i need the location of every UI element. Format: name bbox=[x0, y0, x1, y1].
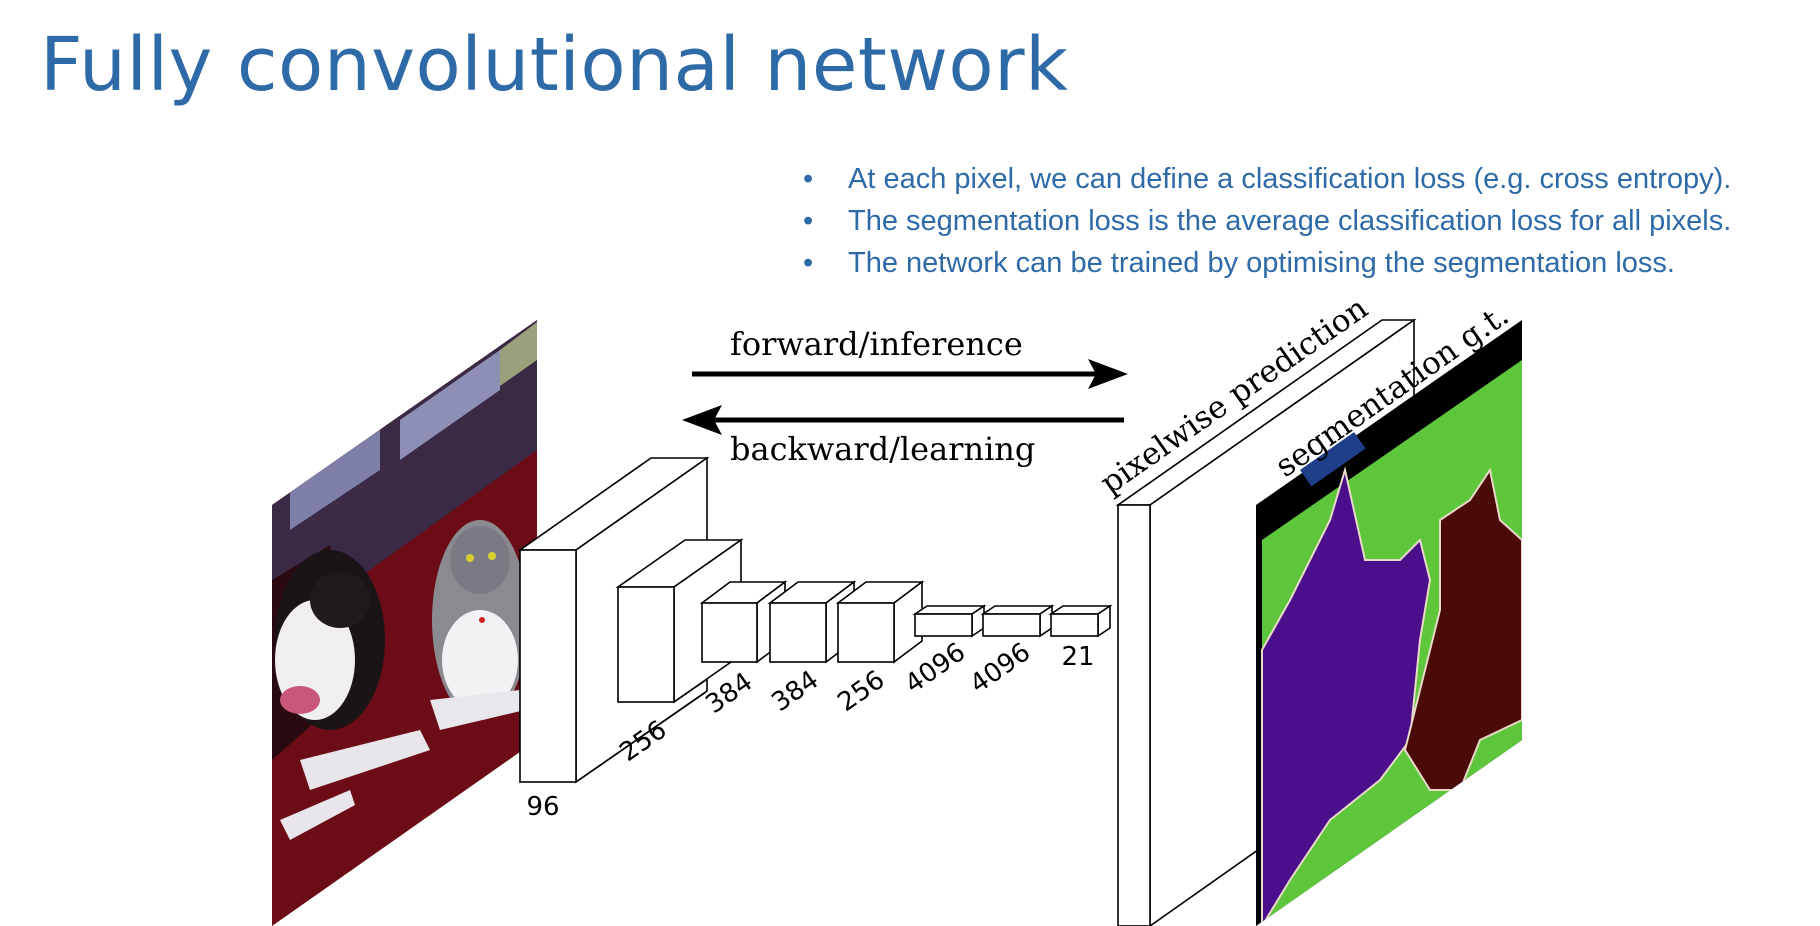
input-photo bbox=[272, 320, 537, 926]
fc-block-4096-b bbox=[980, 604, 1055, 638]
bullet-item: The network can be trained by optimising… bbox=[798, 242, 1731, 284]
bullet-item: At each pixel, we can define a classific… bbox=[798, 158, 1731, 200]
conv-block-256-b bbox=[835, 580, 925, 664]
layer-label-21: 21 bbox=[1061, 642, 1094, 672]
connector-line bbox=[575, 691, 707, 783]
layer-label-96: 96 bbox=[526, 792, 559, 822]
forward-label: forward/inference bbox=[730, 325, 1023, 363]
segmentation-gt bbox=[1256, 320, 1522, 926]
gt-marker bbox=[1300, 432, 1366, 487]
slide-title: Fully convolutional network bbox=[40, 22, 1069, 108]
bullet-list: At each pixel, we can define a classific… bbox=[798, 158, 1731, 284]
backward-label: backward/learning bbox=[730, 430, 1035, 468]
layer-label-256-b: 256 bbox=[832, 665, 890, 718]
fc-block-4096-a bbox=[912, 604, 987, 638]
backward-arrow bbox=[682, 405, 1124, 435]
forward-arrow bbox=[692, 359, 1128, 389]
layer-label-384-b: 384 bbox=[766, 665, 824, 718]
fc-block-21 bbox=[1048, 604, 1113, 638]
connector-line bbox=[673, 679, 707, 703]
layer-label-4096-b: 4096 bbox=[965, 637, 1036, 700]
bullet-item: The segmentation loss is the average cla… bbox=[798, 200, 1731, 242]
